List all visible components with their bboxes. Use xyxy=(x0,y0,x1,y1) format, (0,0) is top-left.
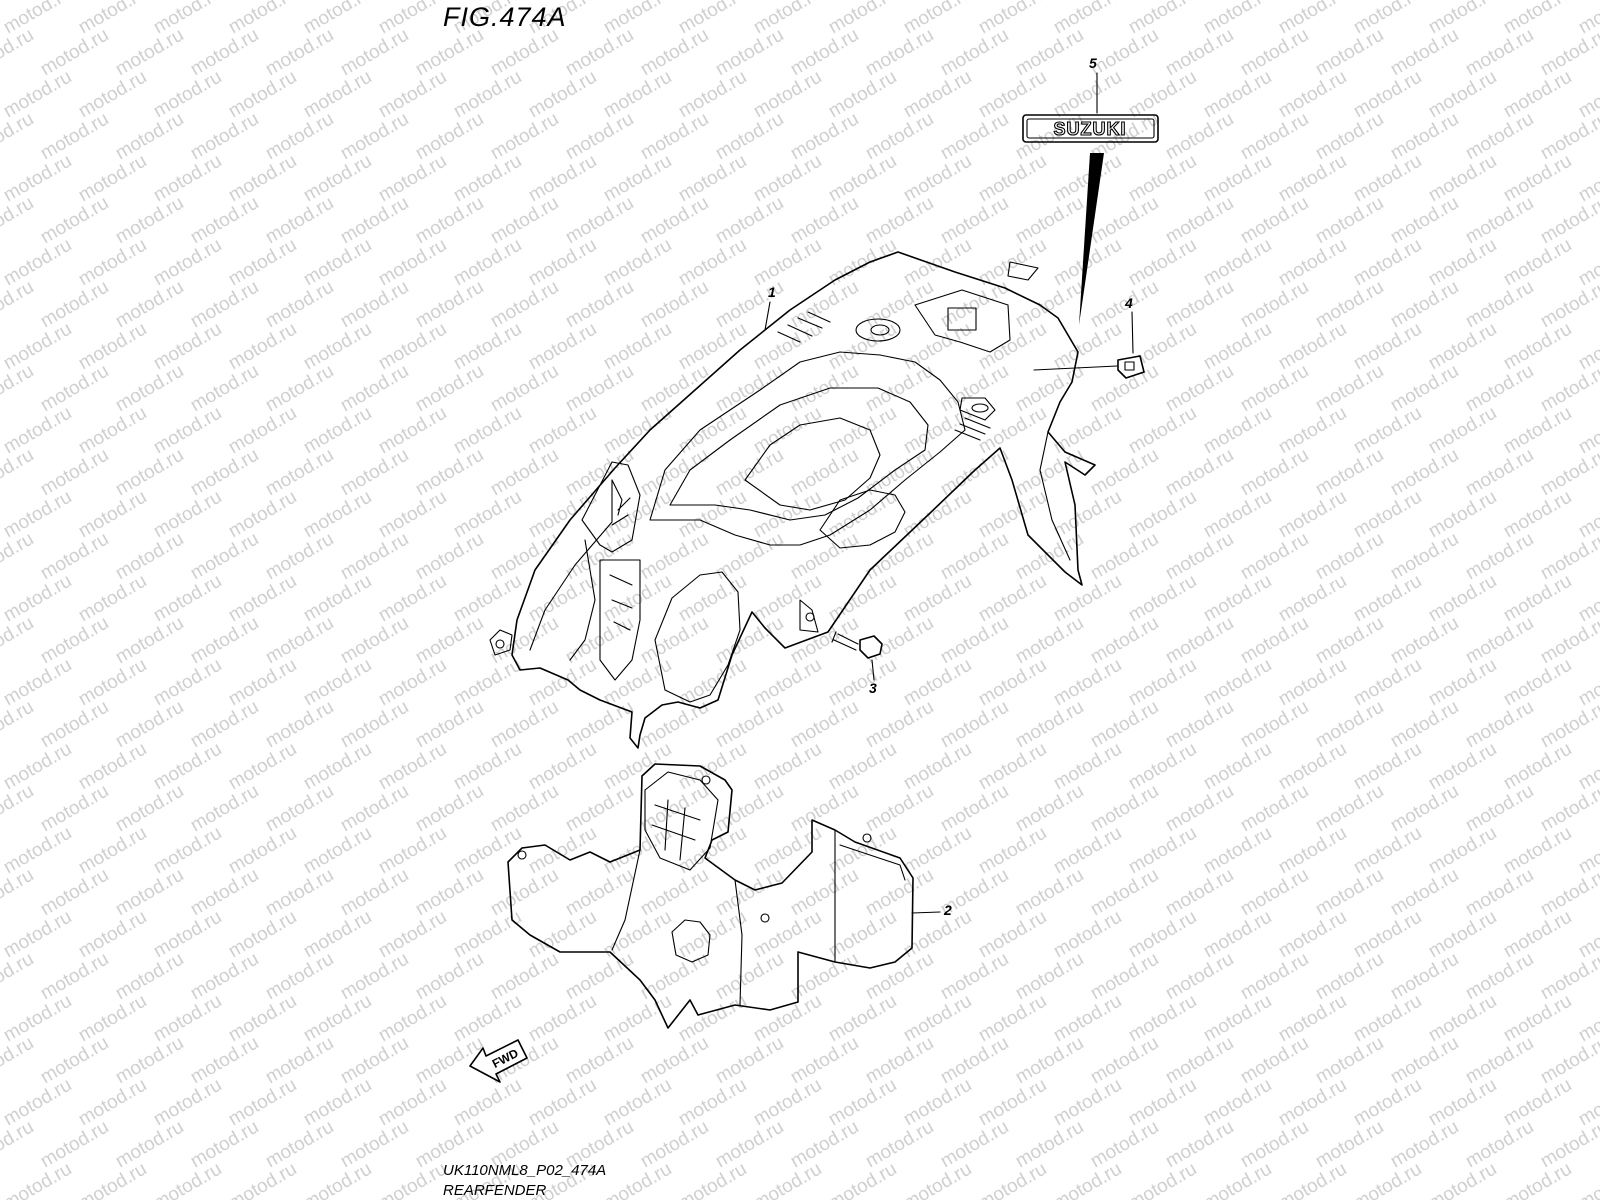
fwd-arrow-icon: FWD xyxy=(469,1039,528,1083)
clip-nut-part xyxy=(1033,311,1145,379)
callout-5: 5 xyxy=(1089,55,1097,71)
inner-fender-part xyxy=(507,763,941,1029)
callout-3: 3 xyxy=(869,680,877,696)
bolt-part xyxy=(831,631,883,681)
emblem-part: SUZUKI xyxy=(1022,72,1159,325)
callout-4: 4 xyxy=(1125,295,1133,311)
figure-name: REARFENDER xyxy=(443,1182,547,1199)
figure-title: FIG.474A xyxy=(443,2,567,32)
callout-2: 2 xyxy=(944,902,952,918)
emblem-text: SUZUKI xyxy=(1054,119,1127,139)
figure-code: UK110NML8_P02_474A xyxy=(443,1162,607,1179)
rear-fender-part xyxy=(489,251,1096,749)
callout-1: 1 xyxy=(768,284,776,300)
